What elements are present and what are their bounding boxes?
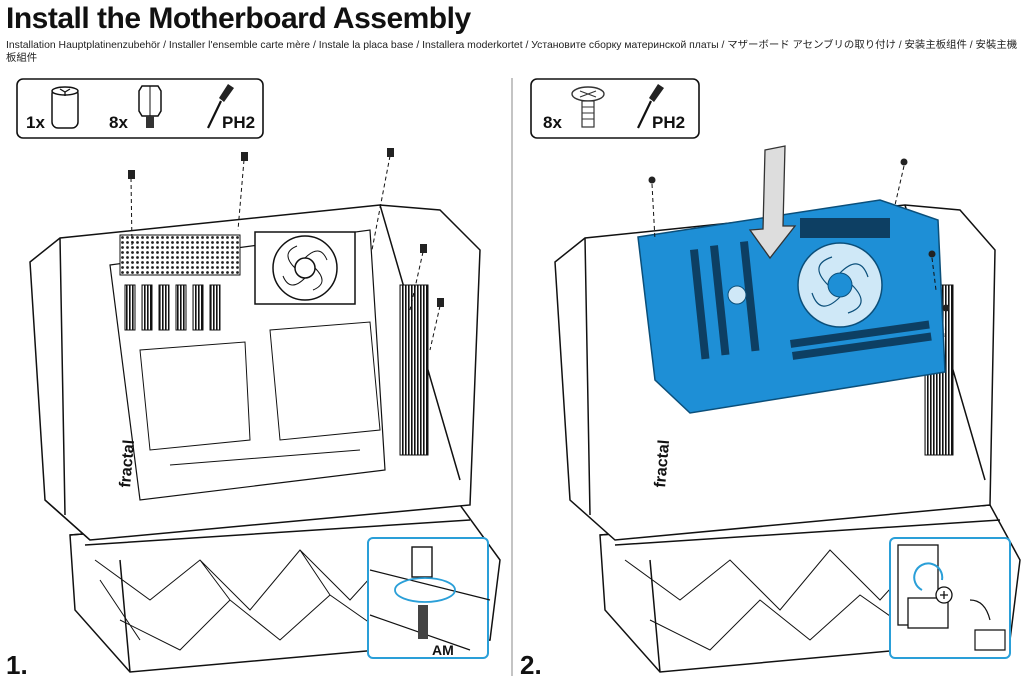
- page-subtitle: Installation Hauptplatinenzubehör / Inst…: [6, 40, 1018, 64]
- standoff-1: [128, 170, 135, 179]
- step1-standoffs: [130, 155, 441, 351]
- standoff-icon: [138, 85, 162, 128]
- screw-1: [648, 176, 656, 184]
- down-arrow-icon: [748, 145, 797, 260]
- screwdriver-icon: [207, 84, 234, 129]
- standoff-5: [437, 298, 444, 307]
- step1-detail-callout: AM: [367, 537, 491, 659]
- screw-2: [900, 158, 908, 166]
- step2-parts-box: 8x PH2: [530, 78, 700, 139]
- step1-parts-box: 1x 8x PH2: [16, 78, 264, 139]
- step1-qty-standoff: 8x: [109, 113, 128, 132]
- cpu-cooler-icon: [797, 242, 883, 328]
- screw-4: [942, 304, 950, 312]
- step2-number: 2.: [520, 650, 542, 680]
- detail-bit-icon: [418, 605, 428, 639]
- step2-case-logo: fractal: [652, 439, 673, 488]
- step1-case-logo: fractal: [117, 439, 138, 488]
- page-title: Install the Motherboard Assembly: [6, 2, 471, 35]
- standoff-tool-icon: [51, 86, 79, 129]
- standoff-2: [241, 152, 248, 161]
- motherboard: [637, 199, 946, 414]
- step2-qty-screwdriver: PH2: [652, 113, 685, 132]
- screw-icon: [571, 86, 605, 128]
- detail-standoff-icon: [411, 546, 433, 578]
- step1-number: 1.: [6, 650, 28, 680]
- step2-qty-screw: 8x: [543, 113, 562, 132]
- screw-3: [928, 250, 936, 258]
- screwdriver-icon: [637, 84, 664, 129]
- step2-detail-callout: [889, 537, 1011, 659]
- detail-label: AM: [432, 642, 454, 658]
- standoff-3: [387, 148, 394, 157]
- step1-qty-tool: 1x: [26, 113, 45, 132]
- standoff-4: [420, 244, 427, 253]
- step1-qty-screwdriver: PH2: [222, 113, 255, 132]
